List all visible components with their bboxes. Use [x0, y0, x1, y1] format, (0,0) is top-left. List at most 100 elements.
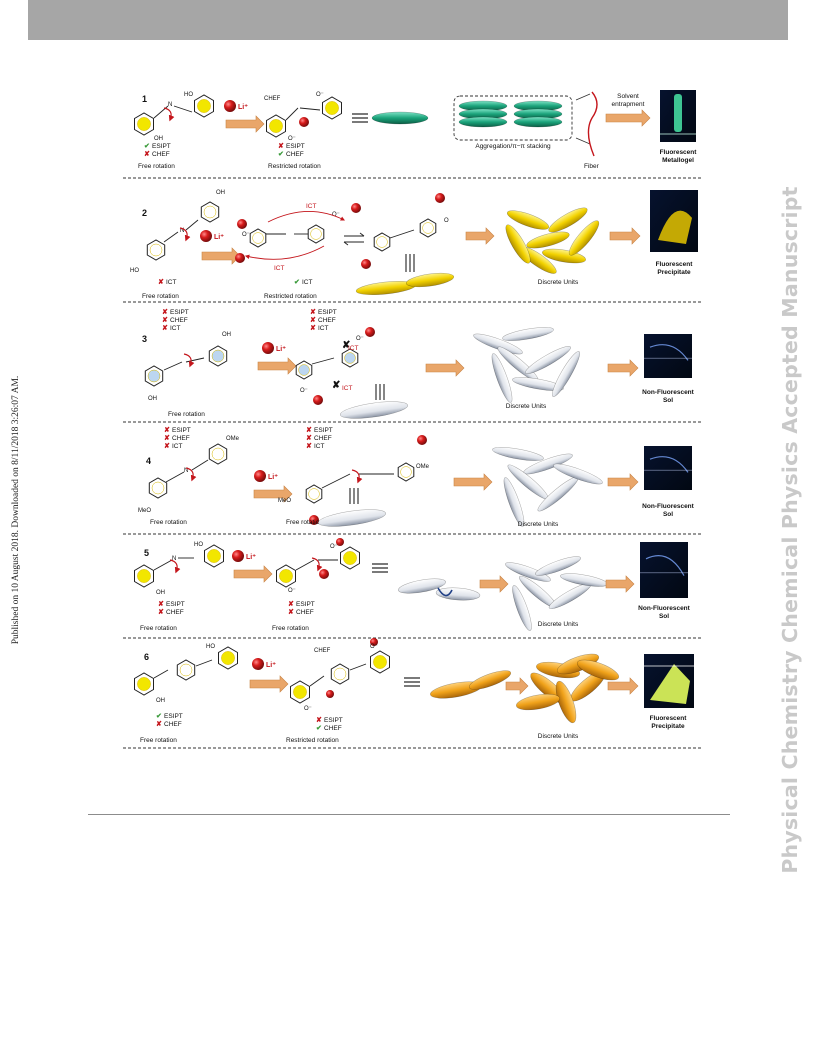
- cross-icon: ✘: [164, 442, 170, 450]
- assembly-label: Discrete Units: [538, 279, 579, 286]
- molecular-unit: [512, 585, 532, 631]
- li-ion-sphere: [224, 100, 236, 112]
- mark-label: CHEF: [314, 435, 332, 442]
- li-ion-sphere: [262, 342, 274, 354]
- published-notice: Published on 10 August 2018. Downloaded …: [11, 375, 21, 645]
- li-ion-sphere: [254, 470, 266, 482]
- rotation-arrow-icon: [351, 469, 363, 484]
- benzene-ring: [208, 443, 228, 465]
- molecular-unit: [398, 578, 446, 594]
- rotation-caption: Restricted rotation: [286, 737, 339, 744]
- mark-label: ESIPT: [286, 143, 305, 150]
- molecular-unit: [371, 111, 429, 125]
- cross-icon: ✘: [306, 426, 312, 434]
- assembly-label: Discrete Units: [506, 403, 547, 410]
- benzene-ring: [307, 224, 325, 244]
- result-label: Fluorescent: [656, 261, 694, 268]
- result-label: Non-Fluorescent: [642, 503, 694, 510]
- ring-outline: [330, 663, 350, 685]
- li-label: Li⁺: [238, 104, 248, 111]
- check-icon: ✔: [316, 725, 322, 732]
- li-ion-sphere: [235, 253, 245, 263]
- benzene-ring: [176, 659, 196, 681]
- vial-photo: [650, 190, 698, 252]
- ring-core: [269, 119, 283, 133]
- ring-core: [137, 677, 151, 691]
- bond: [191, 459, 209, 471]
- molecular-unit: [535, 556, 581, 576]
- li-ion-sphere: [309, 515, 319, 525]
- li-ion-sphere: [351, 203, 361, 213]
- li-label: Li⁺: [246, 554, 256, 561]
- check-icon: ✔: [294, 279, 300, 286]
- li-ion-sphere: [319, 569, 329, 579]
- atom-ho: HO: [130, 268, 139, 274]
- molecular-unit: [405, 272, 455, 288]
- molecular-unit: [525, 346, 571, 374]
- mark-label: CHEF: [324, 725, 342, 732]
- benzene-ring: [397, 462, 415, 482]
- molecular-unit: [492, 447, 544, 461]
- vial-photo: [644, 446, 692, 490]
- compound-number: 6: [144, 652, 149, 662]
- benzene-ring: [305, 484, 323, 504]
- ring-core: [197, 99, 211, 113]
- compound-number: 4: [146, 456, 151, 466]
- li-ion-sphere: [435, 193, 445, 203]
- ring-core: [179, 663, 193, 677]
- process-arrow: [479, 575, 509, 593]
- process-arrow: [233, 565, 273, 583]
- ring-outline: [276, 564, 296, 588]
- ring-outline: [146, 239, 166, 261]
- molecular-unit: [576, 659, 620, 681]
- atom-o-minus: O⁻: [288, 588, 296, 594]
- result-label: Metallogel: [662, 157, 694, 164]
- rotation-caption: Free rotation: [140, 625, 177, 632]
- mark-label: ESIPT: [172, 427, 191, 434]
- ring-core: [422, 222, 434, 234]
- mark-label: CHEF: [172, 435, 190, 442]
- li-ion-sphere: [361, 259, 371, 269]
- li-ion-sphere: [200, 230, 212, 242]
- sol-reflection: [649, 456, 689, 473]
- rotation-arrow-icon: [185, 467, 197, 482]
- ring-outline: [134, 564, 154, 588]
- cross-icon: ✘: [306, 434, 312, 442]
- molecular-unit: [468, 670, 512, 690]
- atom-ho: HO: [206, 644, 215, 650]
- ring-core: [252, 232, 264, 244]
- benzene-ring: [204, 544, 224, 568]
- atom-n: N: [168, 102, 172, 108]
- benzene-ring: [146, 239, 166, 261]
- ict-label: ICT: [274, 265, 285, 272]
- process-arrow: [505, 677, 529, 695]
- process-arrow: [605, 109, 651, 127]
- fiber-label: Fiber: [584, 163, 600, 170]
- cross-icon: ✘: [164, 426, 170, 434]
- bond: [185, 357, 205, 363]
- mark-label: CHEF: [296, 609, 314, 616]
- ict-label: ICT: [306, 203, 317, 210]
- ring-core: [203, 205, 217, 219]
- result-label: Non-Fluorescent: [638, 605, 690, 612]
- result-label: Fluorescent: [660, 149, 698, 156]
- mark-label: ESIPT: [170, 309, 189, 316]
- cross-icon: ✘: [310, 324, 316, 332]
- cross-icon: ✘: [164, 434, 170, 442]
- ring-core: [137, 569, 151, 583]
- atom-o-minus: O⁻: [304, 706, 312, 712]
- ict-arrow-icon: [244, 245, 325, 260]
- ring-outline: [290, 680, 310, 704]
- molecular-unit: [542, 248, 586, 264]
- rotation-caption: Free rotation: [142, 293, 179, 300]
- journal-watermark: Physical Chemistry Chemical Physics Acce…: [778, 186, 802, 874]
- check-icon: ✔: [156, 713, 162, 720]
- rotation-arrow-icon: [311, 557, 323, 572]
- ome-label: OMe: [416, 464, 430, 470]
- atom-oh: OH: [216, 190, 225, 196]
- atom-ho: HO: [184, 92, 193, 98]
- molecular-unit: [503, 477, 525, 527]
- ring-core: [310, 228, 322, 240]
- meo-label: MeO: [138, 508, 151, 514]
